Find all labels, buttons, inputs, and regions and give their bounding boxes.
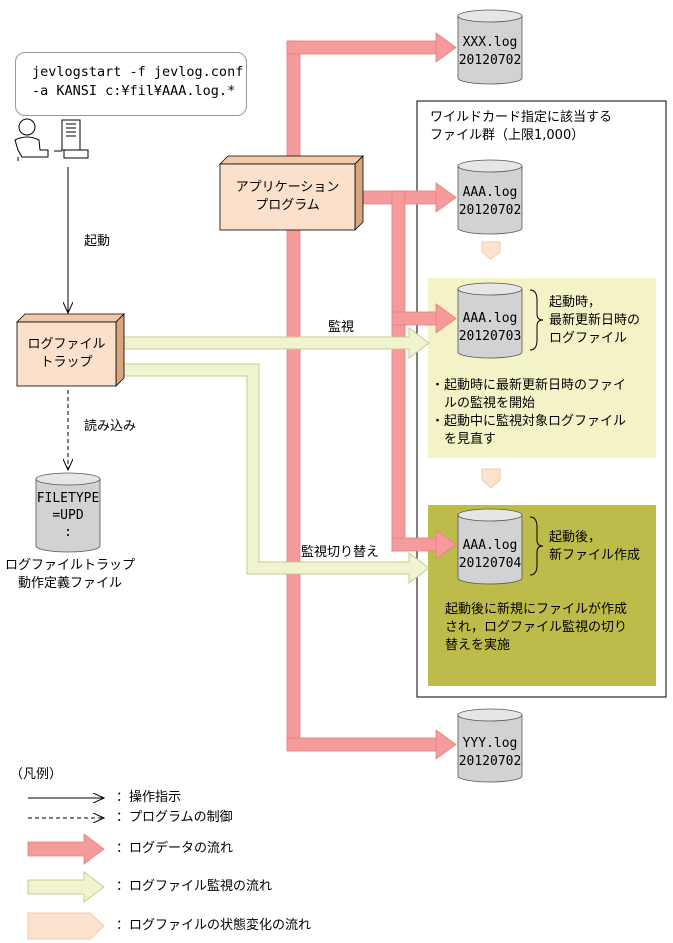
monitor-label: 監視 (328, 320, 355, 335)
aaa-log-cylinder-2 (457, 282, 523, 359)
aaa1-log-name: AAA.log (462, 185, 518, 200)
brace-stage1 (529, 289, 544, 351)
definition-line1: FILETYPE (36, 491, 100, 506)
application-label-line1: アプリケーション (235, 180, 340, 195)
monitor-switch-label: 監視切り替え (301, 545, 380, 560)
stage1-bullet1-line2: ルの監視を開始 (431, 396, 536, 411)
legend-item-state-change: ：ログファイルの状態変化の流れ (116, 918, 312, 933)
group-title: ワイルドカード指定に該当する ファイル群（上限1,000） (430, 109, 612, 145)
legend-item-control: ：プログラムの制御 (116, 810, 233, 825)
definition-caption2: 動作定義ファイル (17, 576, 122, 591)
definition-file-caption: ログファイルトラップ 動作定義ファイル (0, 557, 140, 593)
definition-line2: =UPD (52, 508, 84, 523)
aaa3-log-name: AAA.log (462, 538, 518, 553)
stage1-bullet2-line2: を見直す (431, 432, 497, 447)
trap-label-line2: トラップ (40, 355, 93, 370)
xxx-log-name: XXX.log (462, 35, 518, 50)
brace-stage2 (529, 516, 544, 576)
legend-graphics (27, 798, 104, 940)
monitor-flow (123, 327, 430, 584)
yyy-log-date: 20120702 (458, 754, 522, 769)
aaa-log-cylinder-1 (457, 159, 523, 235)
definition-line3: : (64, 525, 72, 540)
command-line-2: -a KANSI c:¥fil¥AAA.log.* (32, 83, 236, 99)
trap-label-line1: ログファイル (27, 337, 106, 352)
group-title-line2: ファイル群（上限1,000） (430, 128, 585, 143)
logfile-trap-box (16, 313, 125, 387)
stage2-desc-line1: 起動後に新規にファイルが作成 (445, 602, 628, 617)
xxx-log-date: 20120702 (458, 53, 522, 68)
stage1-brace-line2: 最新更新日時の (549, 313, 641, 328)
stage1-bullet2-line1: ・起動中に監視対象ログファイル (431, 414, 627, 429)
yyy-log-cylinder (457, 708, 523, 783)
aaa-log-label-2: AAA.log 20120703 (458, 310, 522, 346)
aaa-log-label-1: AAA.log 20120702 (458, 184, 522, 220)
stage2-desc-line3: 替えを実施 (445, 638, 511, 653)
yyy-log-name: YYY.log (462, 736, 518, 751)
aaa3-log-date: 20120704 (458, 556, 522, 571)
read-in-label: 読み込み (84, 419, 137, 434)
aaa2-log-date: 20120703 (458, 329, 522, 344)
operator-icon (14, 118, 89, 161)
group-title-line1: ワイルドカード指定に該当する (430, 110, 613, 125)
xxx-log-cylinder (457, 9, 523, 85)
stage1-brace-line1: 起動時， (549, 295, 602, 310)
state-change-arrow-2 (481, 468, 501, 489)
start-label: 起動 (84, 234, 111, 249)
legend-title: （凡例） (10, 767, 63, 782)
legend-item-monitor: ：ログファイル監視の流れ (116, 879, 273, 894)
aaa2-log-name: AAA.log (462, 311, 518, 326)
definition-caption1: ログファイルトラップ (4, 558, 135, 573)
definition-file-content: FILETYPE =UPD : (36, 490, 100, 541)
stage1-brace-line3: ログファイル (549, 331, 628, 346)
yyy-log-label: YYY.log 20120702 (458, 735, 522, 771)
legend-item-log-data: ：ログデータの流れ (116, 841, 234, 856)
aaa-log-cylinder-3 (457, 508, 523, 585)
legend-item-operation: ：操作指示 (116, 790, 182, 805)
stage1-brace-label: 起動時， 最新更新日時の ログファイル (549, 294, 640, 348)
xxx-log-label: XXX.log 20120702 (458, 34, 522, 70)
application-box (219, 155, 364, 231)
aaa1-log-date: 20120702 (458, 203, 522, 218)
command-box: jevlogstart -f jevlog.conf -a KANSI c:¥f… (15, 52, 247, 116)
stage2-brace-label: 起動後， 新ファイル作成 (549, 529, 640, 565)
command-line-1: jevlogstart -f jevlog.conf (32, 64, 244, 80)
trap-label: ログファイル トラップ (17, 336, 116, 372)
stage2-brace-line1: 起動後， (549, 530, 602, 545)
stage2-brace-line2: 新ファイル作成 (549, 548, 641, 563)
stage1-description: ・起動時に最新更新日時のファイ ルの監視を開始 ・起動中に監視対象ログファイル … (431, 377, 626, 449)
aaa-log-label-3: AAA.log 20120704 (458, 537, 522, 573)
definition-file-cylinder (35, 472, 101, 553)
application-label-line2: プログラム (255, 198, 320, 213)
state-change-arrow-1 (481, 241, 501, 260)
stage2-description: 起動後に新規にファイルが作成 され，ログファイル監視の切り 替えを実施 (445, 601, 627, 655)
application-label: アプリケーション プログラム (220, 179, 355, 215)
stage1-bullet1-line1: ・起動時に最新更新日時のファイ (431, 378, 627, 393)
stage2-desc-line2: され，ログファイル監視の切り (445, 620, 628, 635)
